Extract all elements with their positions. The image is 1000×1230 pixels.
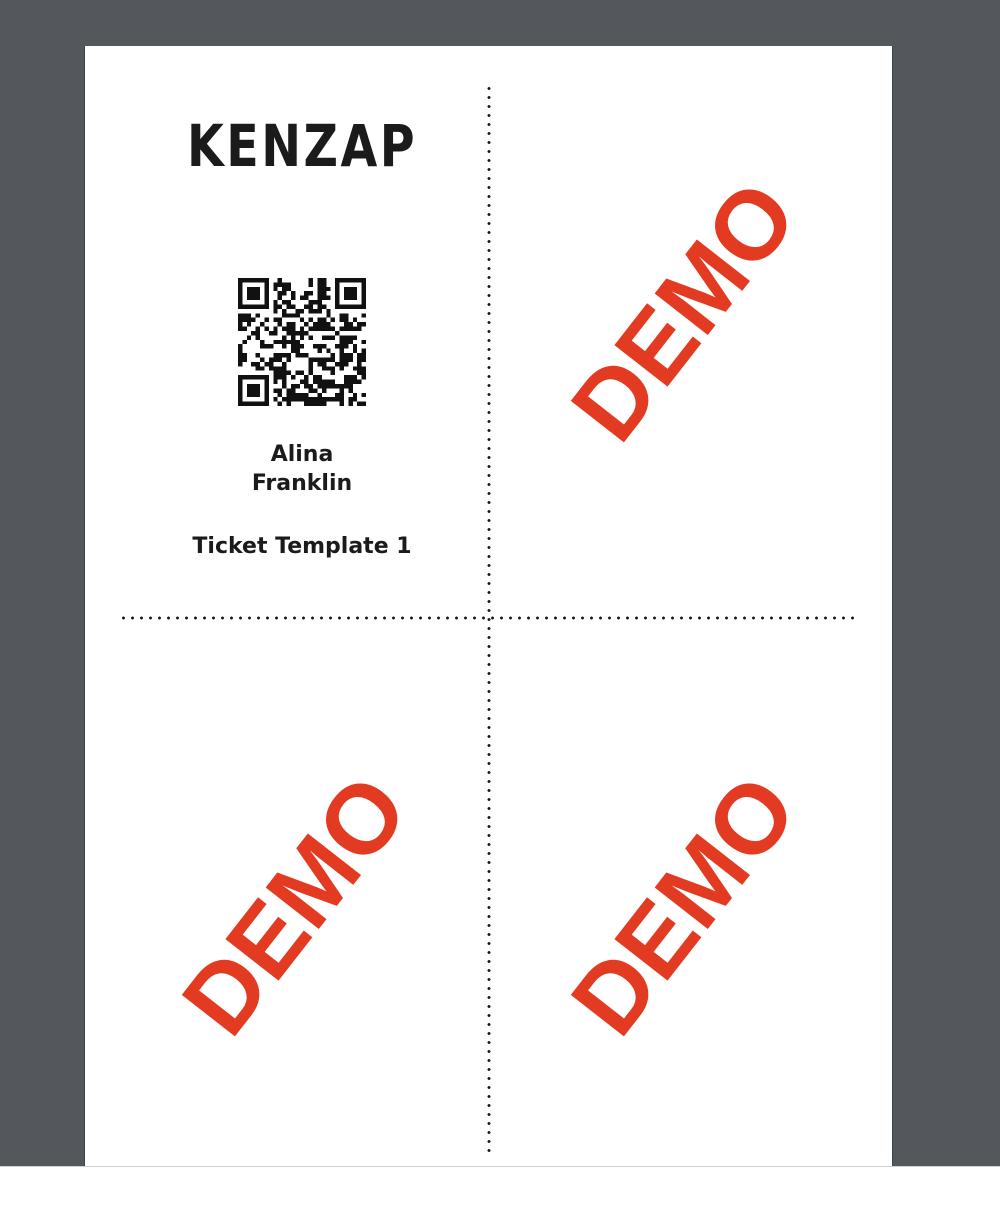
ticket-top-left: KENZAP Alina Franklin Ticket Template 1 — [85, 46, 489, 606]
attendee-first-name: Alina — [270, 442, 334, 467]
brand-logo: KENZAP — [186, 112, 418, 180]
ticket-top-right: DEMO — [489, 46, 892, 606]
demo-watermark: DEMO — [549, 160, 818, 461]
attendee-name: Alina Franklin — [85, 440, 519, 498]
qr-code-icon — [238, 278, 366, 406]
ticket-template-name: Ticket Template 1 — [192, 534, 412, 559]
ticket-bottom-right: DEMO — [489, 620, 892, 1166]
viewer-bottom-area — [0, 1166, 1000, 1230]
demo-watermark: DEMO — [549, 754, 818, 1055]
attendee-last-name: Franklin — [251, 471, 353, 496]
ticket-sheet-page: KENZAP Alina Franklin Ticket Template 1 … — [84, 46, 893, 1166]
demo-watermark: DEMO — [160, 754, 429, 1055]
cut-line-horizontal — [119, 616, 859, 620]
ticket-bottom-left: DEMO — [85, 620, 489, 1166]
